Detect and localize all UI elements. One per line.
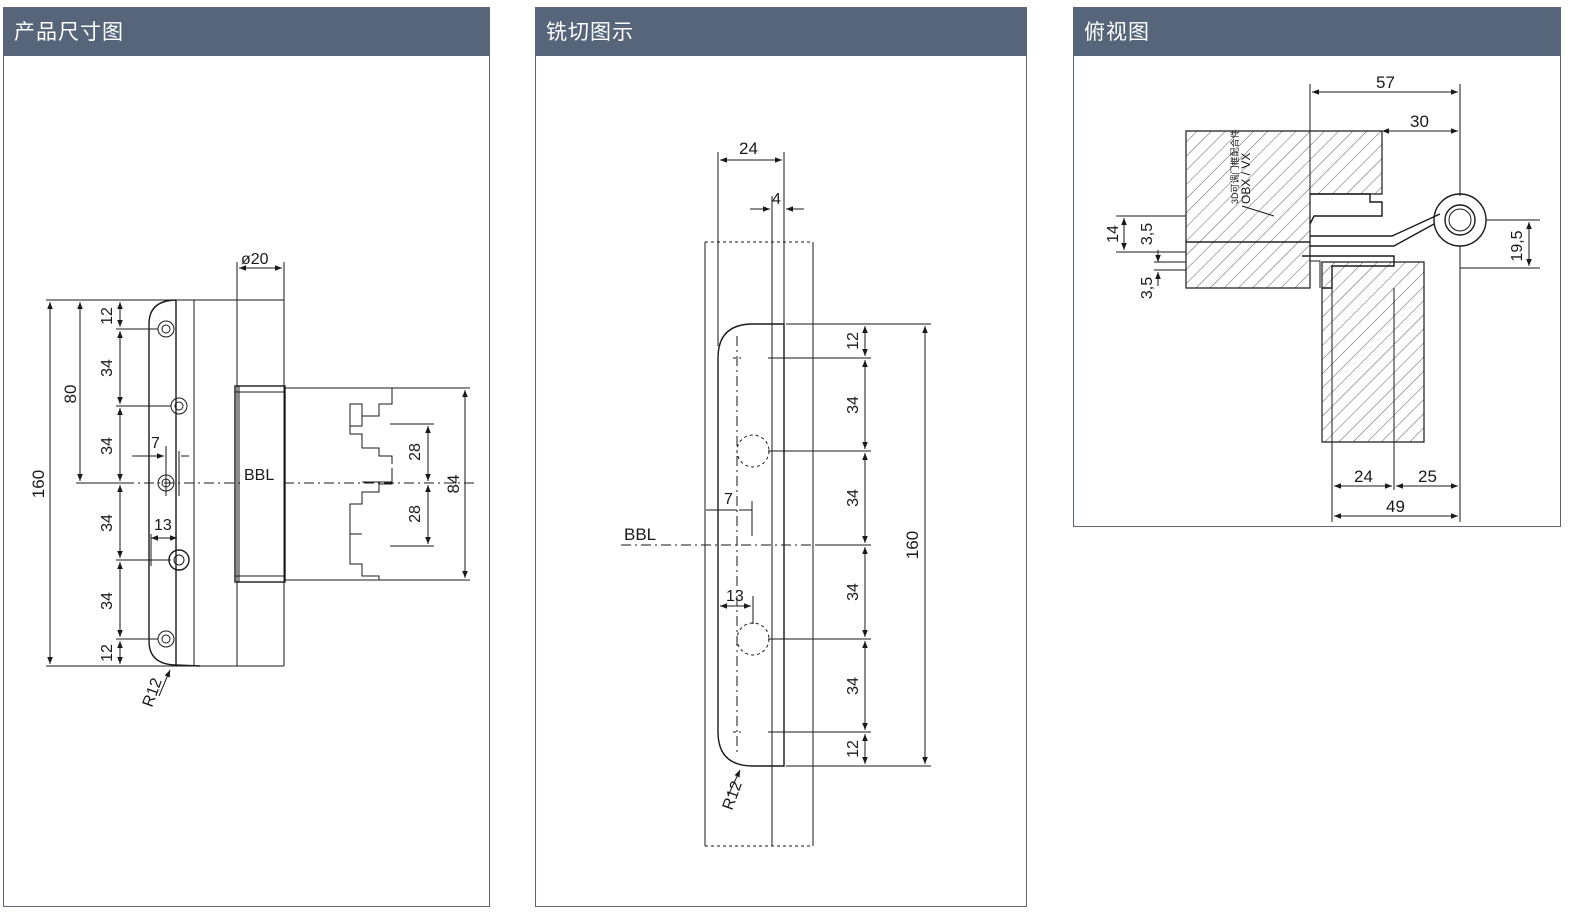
milling-drawing: BBL 24 4 12 34 34 34 34 12 160 — [621, 139, 931, 847]
dim-28-top: 28 — [407, 443, 424, 461]
bbl-label: BBL — [624, 525, 656, 544]
dim-13: 13 — [154, 517, 172, 534]
dim-13: 13 — [726, 588, 744, 605]
dim-12-bottom: 12 — [845, 740, 862, 758]
dim-14: 14 — [1105, 225, 1122, 243]
dim-34-3: 34 — [99, 514, 116, 532]
dim-7: 7 — [151, 435, 160, 452]
dim-12-top: 12 — [845, 332, 862, 350]
radius-r12: R12 — [720, 779, 746, 812]
frame-note: 3D可调门框配合件 — [1229, 129, 1240, 204]
panel-title: 产品尺寸图 — [4, 8, 489, 56]
frame-series: OBX / VX — [1239, 153, 1253, 204]
dim-30: 30 — [1410, 112, 1429, 131]
dim-4: 4 — [772, 191, 781, 208]
top-view-panel: 俯视图 57 30 3D可调门框配合件 — [1073, 7, 1561, 527]
radius-r12: R12 — [140, 676, 166, 709]
dim-3-5-bottom: 3,5 — [1139, 277, 1156, 299]
dim-80: 80 — [61, 385, 80, 404]
dim-28-bottom: 28 — [407, 505, 424, 523]
bbl-label: BBL — [244, 467, 274, 484]
milling-panel: 铣切图示 BBL 24 4 — [535, 7, 1027, 907]
dim-24: 24 — [739, 139, 758, 158]
dim-7: 7 — [724, 491, 733, 508]
product-dimension-panel: 产品尺寸图 — [3, 7, 490, 907]
dim-12-bottom: 12 — [99, 644, 116, 662]
panel-title: 俯视图 — [1074, 8, 1560, 56]
dim-34-1: 34 — [99, 359, 116, 377]
dim-24: 24 — [1354, 467, 1373, 486]
dim-34-4: 34 — [845, 677, 862, 695]
dim-3-5-top: 3,5 — [1139, 223, 1156, 245]
top-view-drawing: 57 30 3D可调门框配合件 OBX / VX 14 3,5 3,5 19,5… — [1105, 73, 1540, 522]
dim-160: 160 — [29, 470, 48, 498]
dim-19-5: 19,5 — [1509, 230, 1526, 261]
panel-title: 铣切图示 — [536, 8, 1026, 56]
dim-34-3: 34 — [845, 583, 862, 601]
dim-12-top: 12 — [99, 307, 116, 325]
product-dimension-drawing: BBL 160 80 12 34 34 34 34 12 7 13 — [29, 251, 474, 709]
dim-dia20: ø20 — [241, 251, 269, 268]
dim-160: 160 — [903, 531, 922, 559]
screw-holes — [157, 320, 190, 648]
dim-34-4: 34 — [99, 592, 116, 610]
dim-84: 84 — [444, 475, 463, 494]
dim-49: 49 — [1386, 497, 1405, 516]
dim-34-1: 34 — [845, 396, 862, 414]
dim-25: 25 — [1418, 467, 1437, 486]
dim-34-2: 34 — [99, 437, 116, 455]
dim-34-2: 34 — [845, 489, 862, 507]
dim-57: 57 — [1376, 73, 1395, 92]
